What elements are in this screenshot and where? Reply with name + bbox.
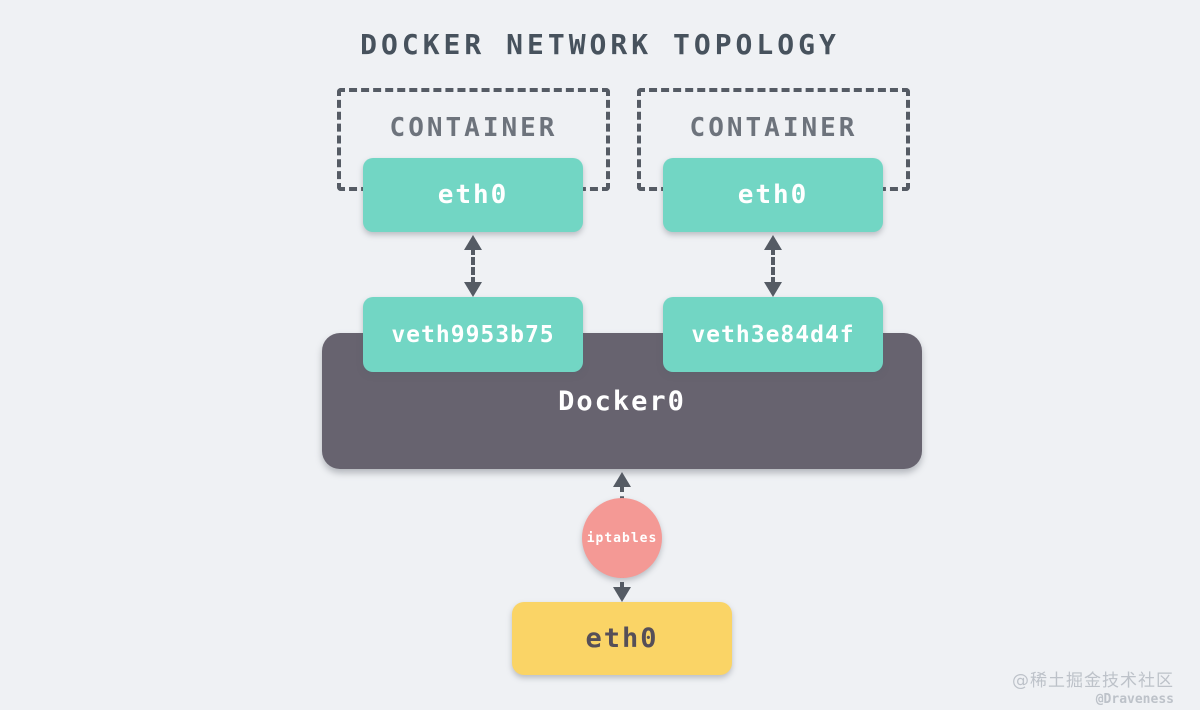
veth-pair-arrow-left — [462, 235, 484, 297]
arrowhead-down-icon — [764, 282, 782, 297]
container-label: CONTAINER — [689, 113, 858, 143]
arrowhead-down-icon — [613, 587, 631, 602]
container-label: CONTAINER — [389, 113, 558, 143]
iptables-node: iptables — [582, 498, 662, 578]
container1-eth0-node: eth0 — [363, 158, 583, 232]
watermark-community: @稀土掘金技术社区 — [1012, 671, 1174, 691]
arrowhead-up-icon — [613, 472, 631, 487]
arrowhead-down-icon — [464, 282, 482, 297]
watermark: @稀土掘金技术社区 @Draveness — [1012, 666, 1174, 707]
dashed-connector-line — [771, 247, 775, 285]
watermark-author: @Draveness — [1095, 692, 1174, 707]
diagram-title: DOCKER NETWORK TOPOLOGY — [360, 28, 840, 61]
arrowhead-up-icon — [464, 235, 482, 250]
host-eth0-node: eth0 — [512, 602, 732, 675]
veth-pair-arrow-right — [762, 235, 784, 297]
container2-eth0-node: eth0 — [663, 158, 883, 232]
arrowhead-up-icon — [764, 235, 782, 250]
veth-node-left: veth9953b75 — [363, 297, 583, 372]
dashed-connector-line — [471, 247, 475, 285]
veth-node-right: veth3e84d4f — [663, 297, 883, 372]
